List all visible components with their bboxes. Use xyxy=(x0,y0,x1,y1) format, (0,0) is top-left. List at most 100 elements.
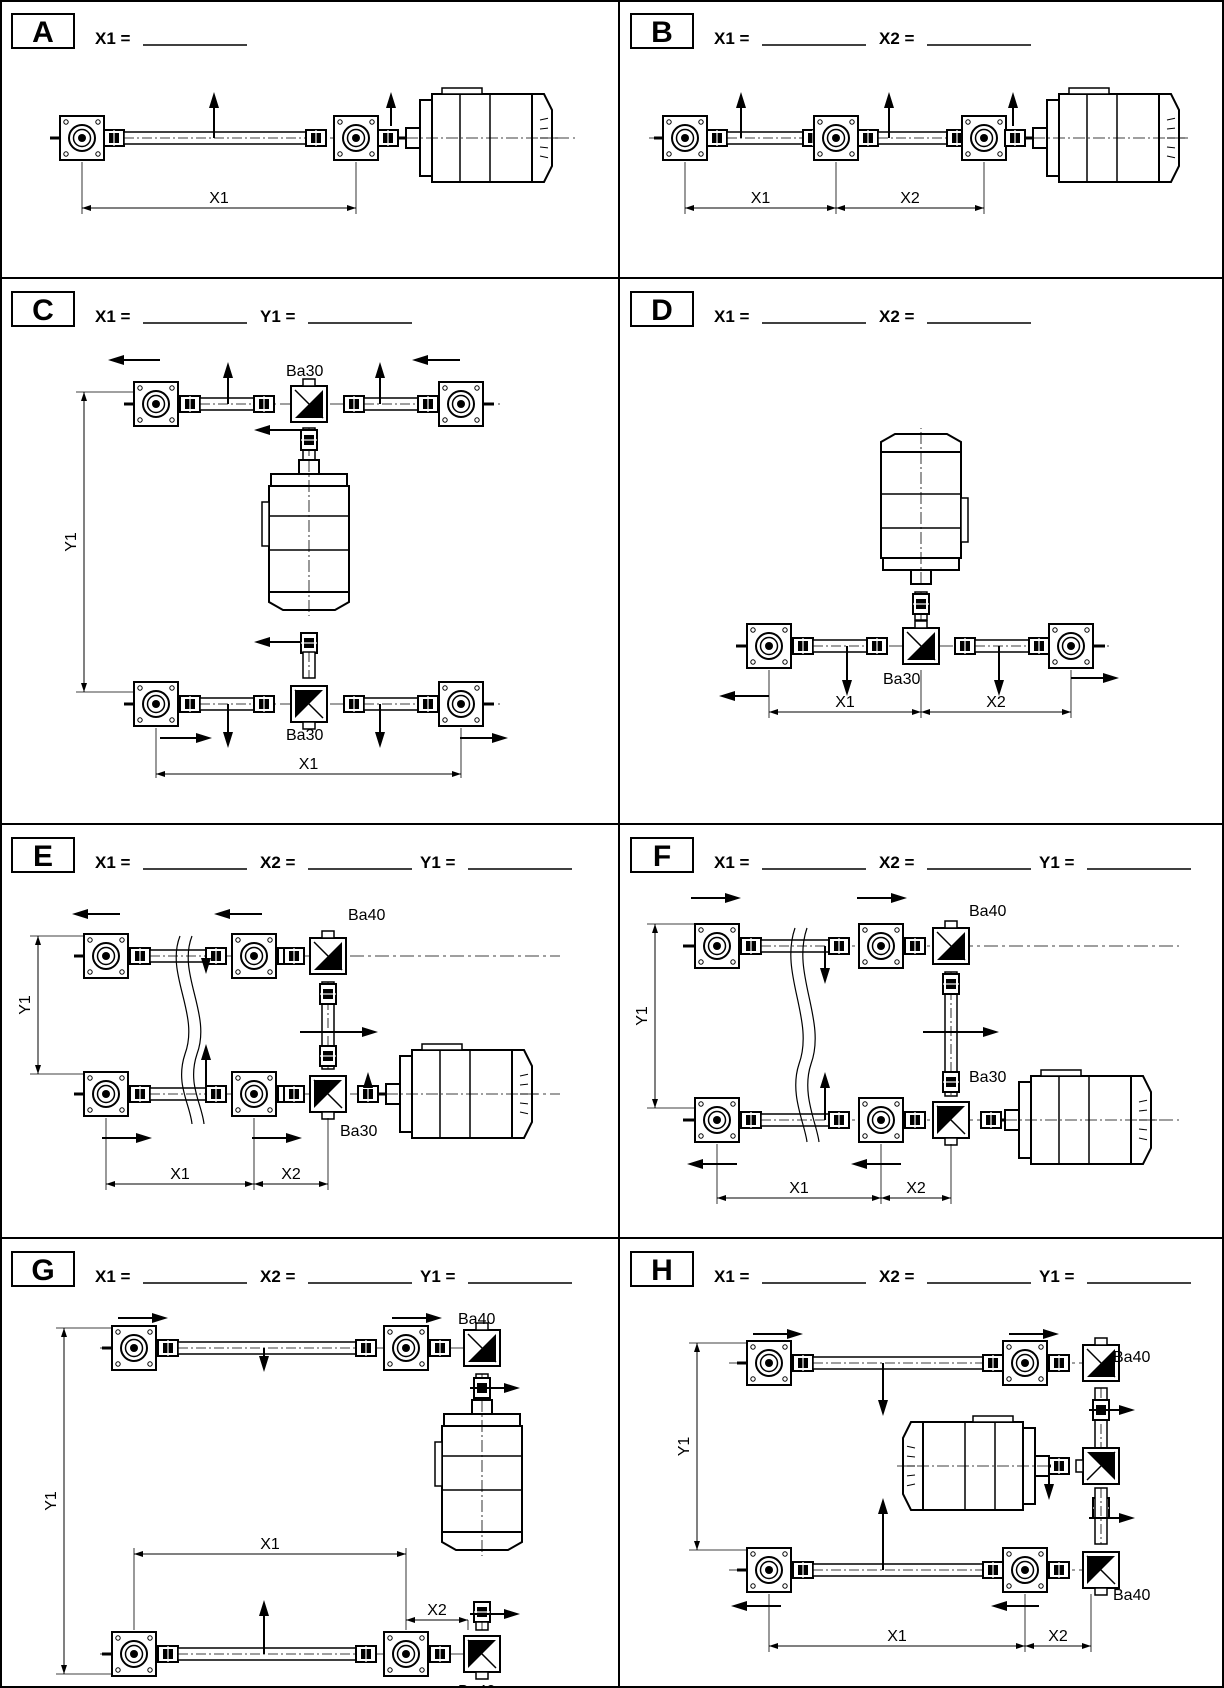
shaft-coupling xyxy=(417,395,439,413)
dimension-line-x: X1 xyxy=(134,1536,406,1557)
dimension-label: X1 xyxy=(789,1180,809,1197)
bevel-gearbox xyxy=(463,1635,501,1680)
screw-jack xyxy=(438,681,484,727)
dimension-line-x: X2 xyxy=(921,694,1071,715)
panel-letter-box xyxy=(630,291,694,327)
screw-jack xyxy=(746,1340,792,1386)
panel-letter: A xyxy=(32,16,54,49)
drive-shaft xyxy=(726,131,804,145)
dimension-line-x: X2 xyxy=(254,1166,328,1187)
shaft-coupling xyxy=(205,1085,227,1103)
motion-arrow xyxy=(460,733,508,743)
shaft-coupling xyxy=(792,637,814,655)
bevel-gearbox xyxy=(463,1322,501,1367)
dimension-line-x: X1 xyxy=(717,1180,881,1201)
shaft-coupling xyxy=(792,1354,814,1372)
shaft-coupling xyxy=(300,632,318,654)
dimension-line-x: X1 xyxy=(769,1628,1025,1649)
screw-jack xyxy=(83,1071,129,1117)
motion-arrow xyxy=(259,1600,269,1654)
shaft-coupling xyxy=(417,695,439,713)
drive-shaft xyxy=(149,949,207,963)
shaft-coupling xyxy=(740,937,762,955)
shaft-coupling xyxy=(1004,129,1026,147)
dimension-line-x: X1 xyxy=(106,1166,254,1187)
field-label: X1 = xyxy=(95,29,131,48)
motion-arrow xyxy=(72,909,120,919)
motion-arrow xyxy=(201,1044,211,1094)
field-label: X1 = xyxy=(95,1267,131,1286)
shaft-coupling xyxy=(283,1085,305,1103)
screw-jack xyxy=(231,933,277,979)
shaft-coupling xyxy=(954,637,976,655)
dimension-label: Y1 xyxy=(676,1437,693,1457)
shaft-coupling xyxy=(343,695,365,713)
panel-letter-box xyxy=(11,291,75,327)
shaft-coupling xyxy=(982,1561,1004,1579)
electric-motor xyxy=(1032,87,1185,183)
electric-motor xyxy=(261,459,350,616)
bevel-gearbox xyxy=(932,920,970,965)
shaft-coupling xyxy=(1048,1354,1070,1372)
dimension-line-y: Y1 xyxy=(634,924,658,1108)
panel-letter-box xyxy=(11,837,75,873)
drive-shaft xyxy=(363,397,419,411)
shaft-coupling xyxy=(1048,1561,1070,1579)
dimension-line-x: X2 xyxy=(1025,1628,1091,1649)
gearbox-label: Ba30 xyxy=(286,363,323,380)
drive-shaft xyxy=(302,651,316,679)
motion-arrow xyxy=(1071,673,1119,683)
screw-jack xyxy=(1002,1340,1048,1386)
electric-motor xyxy=(405,87,558,183)
motion-arrow xyxy=(736,92,746,138)
dimension-label: X1 xyxy=(170,1166,190,1183)
screw-jack xyxy=(231,1071,277,1117)
bevel-gearbox xyxy=(309,1075,347,1120)
panel-letter-box xyxy=(630,837,694,873)
break-line xyxy=(187,935,205,1125)
drive-shaft xyxy=(177,1341,357,1355)
shaft-coupling xyxy=(942,973,960,995)
shaft-coupling xyxy=(980,1111,1002,1129)
dimension-label: X2 xyxy=(1048,1628,1068,1645)
dimension-label: X2 xyxy=(427,1602,447,1619)
dimension-line-x: X1 xyxy=(685,190,836,211)
dimension-line-x: X2 xyxy=(881,1180,951,1201)
panel-letter: D xyxy=(651,294,673,327)
break-line xyxy=(802,927,820,1143)
screw-jack xyxy=(111,1631,157,1677)
panel-letter: H xyxy=(651,1254,673,1287)
dimension-label: X1 xyxy=(299,756,319,773)
dimension-line-x: X2 xyxy=(836,190,984,211)
screw-jack xyxy=(1002,1547,1048,1593)
gearbox-label: Ba30 xyxy=(883,671,920,688)
motion-arrow xyxy=(254,425,300,435)
motion-arrow xyxy=(842,646,852,696)
dimension-line-y: Y1 xyxy=(63,392,87,692)
motion-arrow xyxy=(820,946,830,984)
motion-arrow xyxy=(252,1133,302,1143)
gearbox-label: Ba40 xyxy=(1113,1349,1150,1366)
field-label: X2 = xyxy=(879,1267,915,1286)
dimension-label: X1 xyxy=(887,1628,907,1645)
dimension-line-x: X1 xyxy=(156,756,461,777)
motion-arrow xyxy=(214,909,262,919)
panel-letter: E xyxy=(33,840,53,873)
shaft-coupling xyxy=(857,129,879,147)
panel-letter: F xyxy=(653,840,671,873)
motion-arrow xyxy=(118,1313,168,1323)
electric-motor xyxy=(385,1043,538,1139)
screw-jack xyxy=(83,933,129,979)
field-label: X2 = xyxy=(260,1267,296,1286)
shaft-coupling xyxy=(912,593,930,615)
motion-arrow xyxy=(753,1329,803,1339)
motion-arrow xyxy=(820,1072,830,1120)
panel-letter: B xyxy=(651,16,673,49)
drive-shaft xyxy=(877,131,948,145)
electric-motor xyxy=(434,1399,523,1556)
